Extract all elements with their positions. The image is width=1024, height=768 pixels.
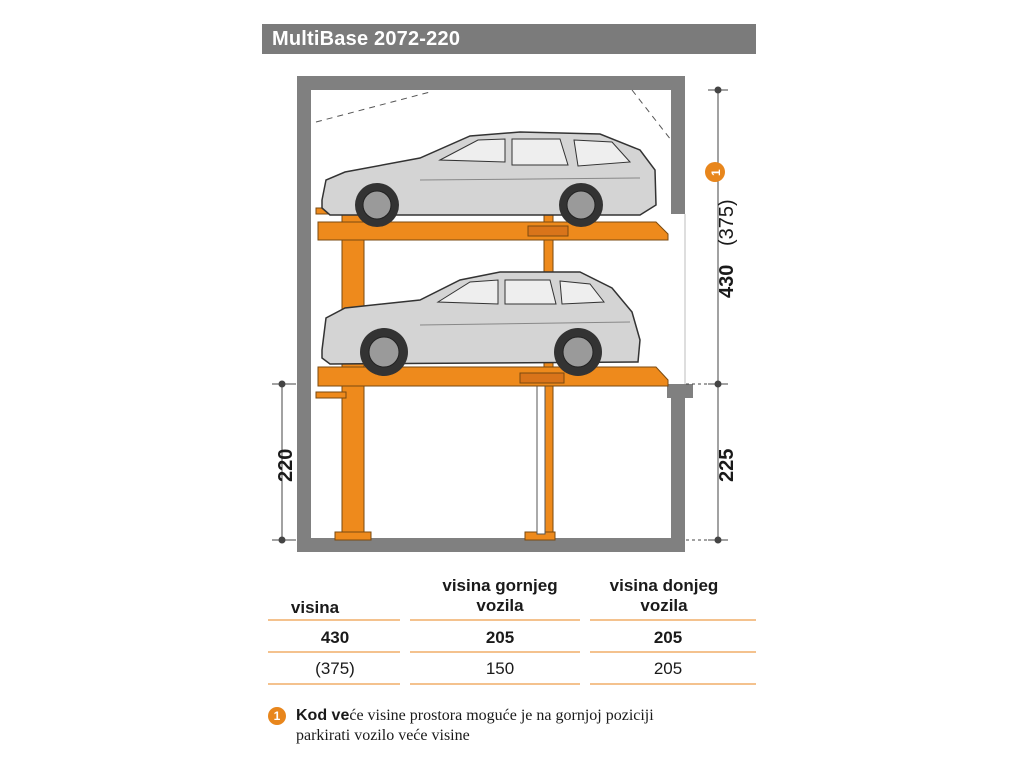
lower-height-right-label: 225 xyxy=(716,449,738,482)
note-marker-icon xyxy=(705,162,725,182)
ceiling-slope-lines xyxy=(315,89,672,141)
table-row-1-donjeg: 205 xyxy=(653,628,683,647)
footnote-bold: Kod ve xyxy=(296,707,350,724)
table-row-1-gornjeg: 205 xyxy=(485,628,515,647)
footnote-marker: 1 xyxy=(268,707,286,725)
table-header-gornjeg: visina gornjeg vozila xyxy=(442,576,558,615)
footnote-text: Kod veće visine prostora moguće je na go… xyxy=(296,706,756,746)
table-row-1-visina: 430 xyxy=(320,628,350,647)
upper-car xyxy=(321,131,657,227)
footnote-line2: parkirati vozilo veće visine xyxy=(296,727,470,744)
table-row-2-visina: (375) xyxy=(315,659,355,678)
title-bar: MultiBase 2072-220 xyxy=(262,24,756,54)
diagram-title: MultiBase 2072-220 xyxy=(272,28,461,50)
total-height-label: 430 xyxy=(716,265,738,298)
table-lines xyxy=(268,619,756,685)
table-header-donjeg: visina donjeg vozila xyxy=(609,576,719,615)
table-row-2-gornjeg: 150 xyxy=(485,659,515,678)
footnote-line1: će visine prostora moguće je na gornjoj … xyxy=(349,707,654,724)
left-dimension-lines xyxy=(272,380,296,544)
note-marker-diagram: 1 xyxy=(709,169,723,176)
table-header-visina: visina xyxy=(290,598,340,617)
building-walls xyxy=(297,76,693,552)
table-row-2-donjeg: 205 xyxy=(653,659,683,678)
total-height-alt-label: (375) xyxy=(716,199,738,246)
lower-car xyxy=(321,271,641,376)
lower-height-left-label: 220 xyxy=(275,449,297,482)
